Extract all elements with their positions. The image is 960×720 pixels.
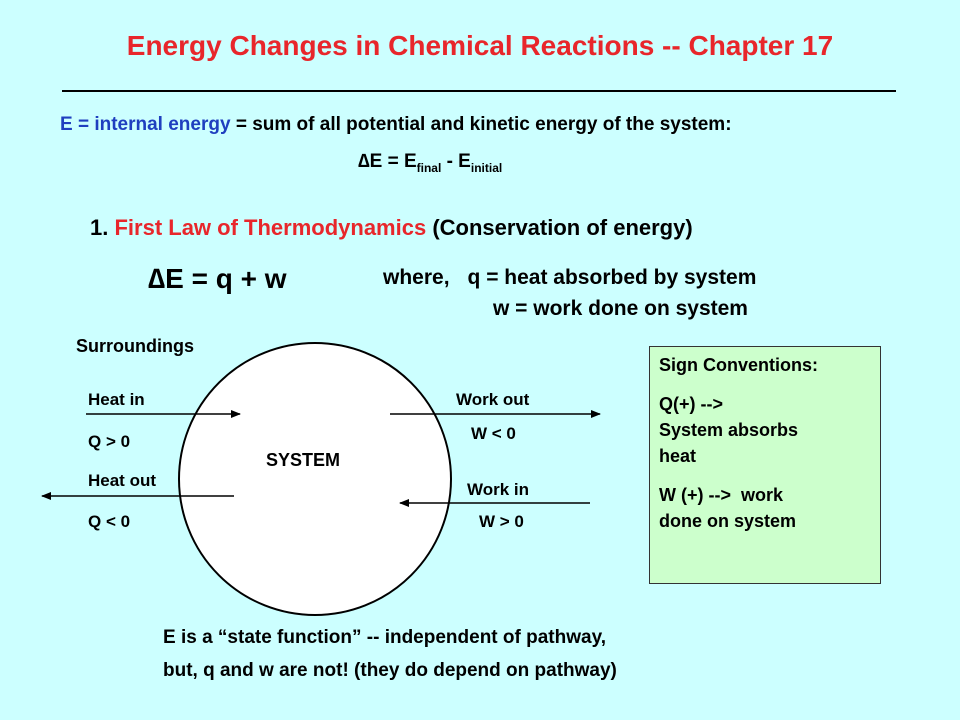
- state-function-line-2: but, q and w are not! (they do depend on…: [163, 660, 617, 681]
- w-rule-line-1: W (+) --> work: [659, 485, 784, 505]
- page-title: Energy Changes in Chemical Reactions -- …: [126, 30, 834, 61]
- final-subscript: final: [416, 160, 442, 175]
- w-rule-line-2: done on system: [659, 511, 797, 531]
- q-negative-label: Q < 0: [88, 512, 131, 531]
- where-prefix: where,: [383, 266, 450, 289]
- q-rule-line-2: System absorbs: [659, 420, 799, 440]
- delta-e-minus: - E: [441, 151, 471, 172]
- where-q-line: where, q = heat absorbed by system: [383, 266, 756, 290]
- title-underline: [62, 90, 896, 92]
- w-definition: w = work done on system: [493, 297, 748, 320]
- internal-energy-description: = sum of all potential and kinetic energ…: [230, 114, 732, 135]
- w-positive-label: W > 0: [479, 512, 524, 531]
- delta-e-lhs: ∆E = E: [358, 151, 417, 172]
- work-in-label: Work in: [467, 480, 530, 499]
- heat-out-label: Heat out: [88, 471, 156, 490]
- q-definition: q = heat absorbed by system: [467, 266, 757, 289]
- first-law-heading: 1. First Law of Thermodynamics (Conserva…: [90, 215, 693, 241]
- surroundings-label: Surroundings: [76, 336, 194, 356]
- q-positive-label: Q > 0: [88, 432, 131, 451]
- w-negative-label: W < 0: [471, 424, 516, 443]
- first-law-number: 1.: [90, 215, 115, 240]
- q-rule-line-3: heat: [659, 446, 697, 466]
- heat-in-label: Heat in: [88, 390, 145, 409]
- initial-subscript: initial: [470, 160, 503, 175]
- q-rule-line-1: Q(+) -->: [659, 394, 724, 414]
- state-function-line-1: E is a “state function” -- independent o…: [163, 627, 607, 648]
- first-law-subtitle: (Conservation of energy): [426, 215, 693, 240]
- delta-e-formula: ∆E = Efinal - Einitial: [358, 151, 502, 175]
- first-law-equation: ∆E = q + w: [148, 263, 287, 294]
- internal-energy-definition: E = internal energy = sum of all potenti…: [60, 114, 732, 136]
- first-law-name: First Law of Thermodynamics: [114, 215, 427, 240]
- system-label: SYSTEM: [266, 450, 341, 470]
- sign-conventions-heading: Sign Conventions:: [659, 355, 818, 375]
- work-out-label: Work out: [456, 390, 530, 409]
- sign-conventions-box: Sign Conventions: Q(+) --> System absorb…: [649, 346, 881, 584]
- system-circle: [178, 342, 452, 616]
- internal-energy-term: E = internal energy: [60, 114, 231, 135]
